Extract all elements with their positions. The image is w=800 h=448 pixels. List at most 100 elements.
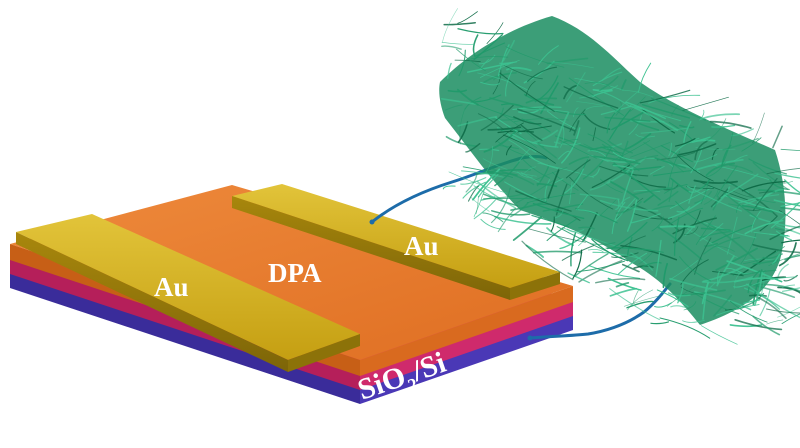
fiber-strand (529, 156, 559, 170)
fiber-strand (600, 198, 618, 216)
fiber-strand (456, 88, 479, 106)
fiber-strand (536, 182, 558, 188)
fiber-strand (641, 103, 691, 119)
fiber-strand (686, 228, 738, 258)
fiber-strand (566, 72, 586, 103)
fiber-strand (589, 146, 613, 151)
fiber-strand (652, 169, 697, 177)
fiber-strand (625, 132, 652, 150)
fiber-strand (517, 108, 576, 132)
fiber-strand (711, 224, 755, 244)
fiber-strand (741, 204, 774, 213)
fiber-strand (560, 126, 565, 148)
fiber-strand (550, 216, 555, 232)
fiber-strand (470, 196, 490, 212)
fiber-strand (555, 183, 568, 216)
fiber-strand (728, 164, 754, 173)
fiber-strand (504, 65, 543, 80)
fiber-strand (604, 116, 651, 122)
fiber-strand (745, 283, 800, 319)
fiber-strand (569, 181, 573, 205)
fiber-strand (711, 124, 736, 128)
fiber-strand (576, 101, 611, 107)
fiber-strand (493, 73, 512, 81)
fiber-strand (578, 228, 592, 247)
fiber-strand (454, 59, 481, 63)
fiber-strand (592, 90, 613, 98)
fiber-strand (561, 245, 595, 261)
fiber-strand (461, 170, 504, 178)
fiber-strand (485, 145, 494, 174)
fiber-strand (445, 135, 478, 148)
fiber-strand (483, 197, 541, 200)
fiber-strand (546, 57, 589, 65)
fiber-strand (655, 239, 662, 277)
fiber-strand (482, 193, 519, 207)
fiber-strand (730, 128, 754, 137)
fiber-strand (752, 161, 789, 190)
fiber-strand (656, 289, 689, 308)
fiber-strand (544, 106, 586, 116)
fiber-strand (630, 142, 671, 158)
fiber-strand (638, 252, 653, 265)
fiber-strand (615, 200, 642, 214)
fiber-strand (513, 118, 569, 123)
fiber-strand (612, 151, 636, 161)
fiber-strand (703, 190, 719, 205)
fiber-strand (668, 179, 674, 203)
fiber-strand (621, 169, 634, 205)
fiber-strand (783, 179, 800, 194)
fiber-strand (712, 186, 731, 208)
fiber-strand (534, 75, 559, 103)
fiber-strand (720, 173, 759, 199)
fiber-strand (657, 190, 679, 206)
fiber-strand (626, 199, 638, 232)
fiber-strand (629, 105, 679, 132)
fiber-strand (770, 201, 800, 229)
fiber-strand (781, 239, 800, 244)
fiber-strand (777, 306, 800, 318)
fiber-strand (457, 115, 498, 127)
fiber-strand (640, 127, 689, 134)
fiber-strand (587, 249, 604, 253)
fiber-strand (694, 158, 744, 171)
fiber-strand (670, 137, 700, 159)
fiber-strand (457, 11, 478, 24)
fiber-strand (694, 154, 718, 163)
fiber-strand (766, 167, 800, 175)
fiber-strand (743, 258, 775, 262)
fiber-strand (587, 150, 607, 157)
fiber-strand (675, 200, 718, 232)
fiber-strand (654, 302, 673, 308)
fiber-strand (615, 282, 630, 288)
fiber-strand (566, 228, 585, 233)
fiber-strand (442, 185, 456, 190)
fiber-strand (582, 112, 611, 130)
fiber-strand (542, 203, 584, 212)
fiber-strand (611, 252, 639, 258)
fiber-strand (752, 315, 781, 336)
fiber-strand (607, 277, 642, 291)
fiber-strand (635, 133, 656, 138)
fiber-strand (609, 287, 638, 297)
fiber-strand (499, 61, 517, 65)
fiber-strand (465, 174, 478, 193)
fiber-strand (681, 96, 729, 112)
fiber-strand (774, 172, 800, 179)
au-label-left: Au (154, 272, 189, 302)
fiber-strand (567, 272, 590, 284)
fiber-strand (611, 221, 648, 250)
fiber-strand (589, 179, 611, 191)
fiber-strand (557, 150, 570, 160)
fiber-strand (668, 207, 704, 226)
fiber-strand (609, 140, 651, 162)
gold-electrode-left (16, 214, 360, 372)
fiber-strand (625, 101, 666, 120)
fiber-strand (630, 252, 654, 271)
fiber-strand (462, 181, 486, 199)
fiber-strand (717, 271, 720, 285)
fiber-strand (726, 216, 738, 255)
fiber-strand (497, 207, 517, 233)
fiber-strand (494, 215, 552, 225)
fiber-strand (676, 206, 691, 213)
